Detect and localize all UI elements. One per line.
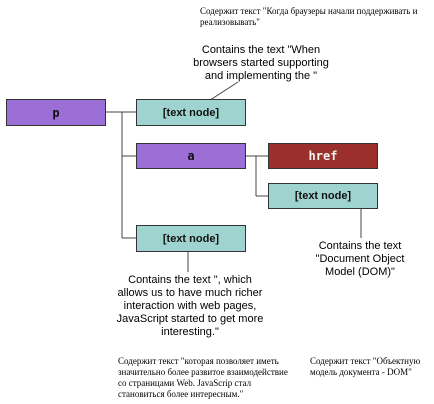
callout-bottom: Contains the text ", which allows us to … [116,274,264,338]
node-text2: [text node] [268,183,378,209]
node-text1: [text node] [136,99,246,126]
ru-caption-top: Содержит текст "Когда браузеры начали по… [200,6,418,27]
ru-caption-bottom-left: Содержит текст "которая позволяет иметь … [118,356,288,399]
callout-right: Contains the text "Document Object Model… [315,240,405,278]
node-text3: [text node] [136,225,246,252]
node-a: a [136,143,246,169]
node-href: href [268,143,378,169]
node-p: p [6,99,106,126]
ru-caption-bottom-right: Содержит текст "Объектную модель докумен… [310,356,421,377]
callout-top: Contains the text "When browsers started… [193,44,329,82]
